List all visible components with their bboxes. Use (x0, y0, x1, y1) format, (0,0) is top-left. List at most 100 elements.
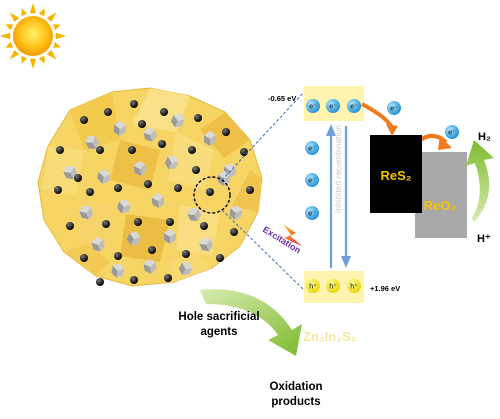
nanoparticle-dot (230, 228, 238, 236)
res2-block (370, 135, 422, 213)
hole-agent-label-1: Hole sacrificial (178, 311, 259, 323)
svg-text:e⁻: e⁻ (308, 211, 316, 218)
nanoparticle-dot (130, 100, 138, 108)
sun-ray (5, 41, 14, 48)
excitation-flash-icon (283, 224, 302, 246)
res2-cube (203, 131, 217, 146)
orange-transfer-arrow-1 (361, 102, 398, 136)
nanoparticle-dot (54, 186, 62, 194)
res2-cube (199, 237, 214, 252)
res2-cube (111, 263, 125, 278)
res2-cube (151, 193, 165, 208)
nanoparticle-dot (188, 146, 196, 154)
sun-ray (52, 41, 61, 48)
res2-cube (187, 207, 202, 221)
nanoparticle-dot (240, 148, 248, 156)
nanoparticle-dot (200, 222, 208, 230)
hole-1: h⁺ (306, 279, 320, 293)
electron-side-2: e⁻ (305, 173, 319, 187)
nanoparticle-dot (144, 180, 152, 188)
zoom-guide-top (221, 91, 305, 181)
nanoparticle-dot (130, 276, 138, 284)
res2-cube (133, 161, 147, 176)
electron-cb-3: e⁻ (347, 99, 361, 113)
nanoparticle-dot (246, 186, 254, 194)
hole-3: h⁺ (347, 279, 361, 293)
inhibited-recombination-label: Inhibited recombination (333, 125, 343, 213)
svg-text:e⁻: e⁻ (390, 106, 398, 113)
nanoparticle-dot (96, 278, 104, 286)
res2-cube (170, 113, 185, 128)
sun-ray (21, 55, 28, 64)
zoom-circle (193, 176, 231, 214)
nanoparticle-dot (134, 218, 142, 226)
res2-cube (229, 205, 243, 220)
zoom-guide-bottom (221, 209, 305, 291)
oxidation-arrow (200, 289, 302, 356)
sun-ray (9, 12, 20, 23)
h-plus-label: H⁺ (477, 233, 491, 245)
sun-ray (29, 3, 37, 14)
electron-cb-2: e⁻ (326, 99, 340, 113)
nanoparticle-dot (138, 120, 146, 128)
hole-agent-label-2: agents (200, 326, 237, 338)
excitation-label: Excitation (261, 224, 303, 255)
reo2-block (415, 152, 467, 238)
nanoparticle-dot (164, 274, 172, 282)
res2-cube (178, 261, 193, 276)
nanoparticle-dot (148, 246, 156, 254)
electron-side-3: e⁻ (305, 206, 319, 220)
res2-cube (63, 165, 78, 180)
res2-cube (79, 205, 94, 220)
res2-cube (217, 171, 231, 186)
nanoparticle-dot (102, 220, 110, 228)
zis-label: Zn₂In₂S₅ (303, 329, 357, 344)
nanoparticle-dot (56, 146, 64, 154)
sun-ray (52, 24, 61, 31)
res2-cube (164, 155, 179, 170)
sun-ray (5, 24, 14, 31)
reo2-label: ReO₂ (424, 198, 457, 213)
res2-cube (143, 259, 157, 274)
electron-cb-1: e⁻ (306, 99, 320, 113)
nanoparticle-dot (114, 252, 122, 260)
nanoparticle-dot (80, 116, 88, 124)
svg-text:h⁺: h⁺ (350, 284, 358, 291)
res2-cube (163, 229, 177, 244)
svg-text:e⁻: e⁻ (350, 104, 358, 111)
oxidation-label-1: Oxidation (269, 381, 322, 393)
sun-ray (29, 58, 37, 69)
res2-cube (117, 199, 131, 214)
cb-potential-label: -0.65 eV (268, 94, 296, 103)
electron-transfer-2: e⁻ (445, 125, 459, 139)
nanoparticle-dot (174, 184, 182, 192)
nanoparticle-dot (74, 174, 82, 182)
nanoparticle-dot (182, 250, 190, 258)
nanoparticle-dot (216, 254, 224, 262)
res2-cube (143, 127, 157, 142)
nanoparticle-dot (86, 188, 94, 196)
nanoparticle-dot (104, 108, 112, 116)
sun-ray (46, 12, 57, 23)
nanoparticle-dot (66, 222, 74, 230)
nanoparticle-dot (96, 146, 104, 154)
svg-text:e⁻: e⁻ (308, 178, 316, 185)
svg-text:e⁻: e⁻ (309, 104, 317, 111)
sun-ray (9, 49, 20, 60)
res2-label: ReS₂ (380, 168, 411, 183)
svg-text:e⁻: e⁻ (308, 146, 316, 153)
sun-ray (38, 55, 45, 64)
excitation-arrow (326, 124, 336, 268)
electron-transfer-1: e⁻ (387, 101, 401, 115)
catalyst-particle (37, 87, 263, 287)
sun-ray (0, 32, 11, 40)
svg-text:h⁺: h⁺ (329, 284, 337, 291)
nanoparticle-dot (160, 108, 168, 116)
res2-cube (113, 121, 127, 136)
svg-text:e⁻: e⁻ (329, 104, 337, 111)
electron-side-1: e⁻ (305, 141, 319, 155)
oxidation-label-2: products (271, 396, 320, 408)
sun-icon (0, 3, 66, 69)
nanoparticle-dot (128, 146, 136, 154)
